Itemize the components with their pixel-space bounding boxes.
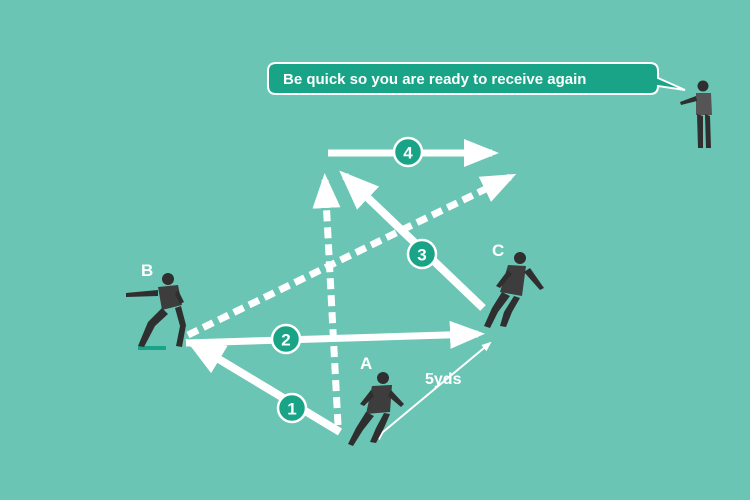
step-marker-3: 3 xyxy=(406,238,438,270)
player-c xyxy=(484,252,544,328)
coach-speech-text: Be quick so you are ready to receive aga… xyxy=(283,71,586,88)
svg-text:3: 3 xyxy=(417,246,426,265)
arrow-1-run xyxy=(185,338,343,436)
player-a xyxy=(348,372,404,446)
distance-label: 5yds xyxy=(425,371,462,388)
step-marker-1: 1 xyxy=(276,392,308,424)
movement-arrows xyxy=(185,139,517,441)
player-c-label: C xyxy=(492,241,504,260)
player-b-label: B xyxy=(141,261,153,280)
distance-arrow xyxy=(374,341,492,441)
svg-text:1: 1 xyxy=(287,400,296,419)
player-b xyxy=(126,273,186,347)
step-marker-2: 2 xyxy=(270,323,302,355)
svg-text:4: 4 xyxy=(403,144,413,163)
svg-text:2: 2 xyxy=(281,331,290,350)
player-a-label: A xyxy=(360,354,372,373)
arrow-b-dotted-run xyxy=(186,173,517,339)
arrow-a-dotted-run xyxy=(312,173,342,426)
cone-b xyxy=(138,346,166,350)
coach-speech-bubble: Be quick so you are ready to receive aga… xyxy=(267,62,686,95)
step-marker-4: 4 xyxy=(392,136,424,168)
coach-figure xyxy=(680,80,712,148)
